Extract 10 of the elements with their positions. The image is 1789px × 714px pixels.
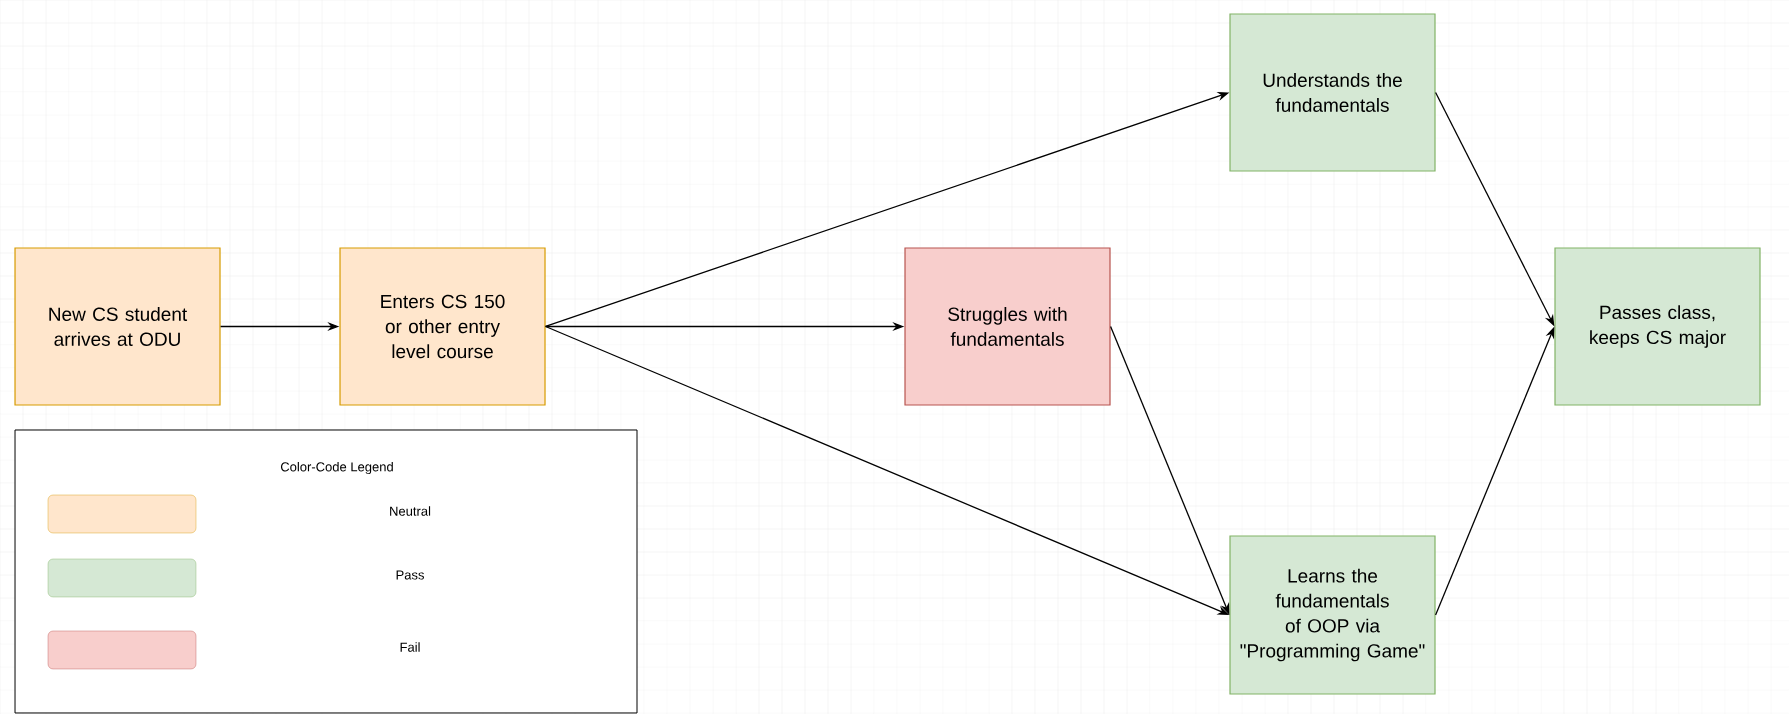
process-box: Enters CS 150 or other entry level course: [339, 247, 546, 406]
process-box: Struggles with fundamentals: [904, 247, 1111, 406]
process-box: Learns the fundamentals of OOP via "Programming Game": [1229, 535, 1436, 695]
legend-title: Color-Code Legend: [280, 461, 393, 475]
process-box: Understands the fundamentals: [1229, 13, 1436, 172]
process-box: Passes class, keeps CS major: [1554, 247, 1761, 406]
process-box: New CS student arrives at ODU: [14, 247, 221, 406]
legend-label: Neutral: [390, 506, 431, 516]
legend-label: Pass: [396, 570, 424, 580]
legend-label: Fail: [400, 642, 420, 652]
